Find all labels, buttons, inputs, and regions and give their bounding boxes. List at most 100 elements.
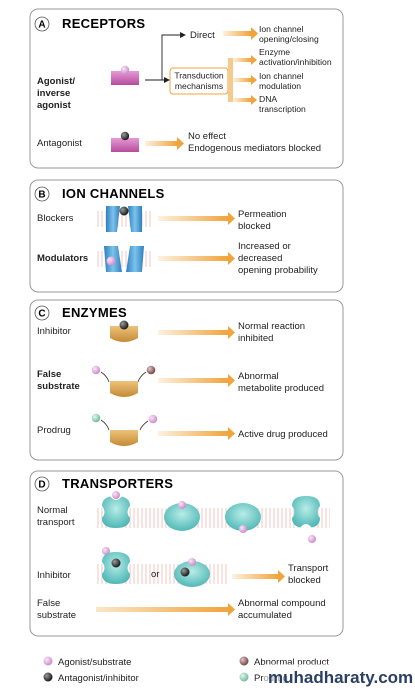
outcome-enzyme-1: Enzyme [259, 47, 290, 57]
agonist-label-line2: inverse [37, 88, 70, 99]
outcome-dna-2: transcription [259, 104, 306, 114]
antagonist-inhibitor-swatch [43, 672, 53, 682]
transporter-inhibitor-out-line2: blocked [288, 575, 321, 586]
arrow-shaft [145, 141, 177, 146]
panel-letter: B [38, 190, 45, 201]
arrow-shaft [158, 330, 228, 335]
modulators-out-line1: Increased or [238, 241, 291, 252]
outcome-ion-channel-1: Ion channel [259, 24, 304, 34]
arrowhead [228, 603, 235, 616]
modulators-label: Modulators [37, 253, 88, 264]
arrow-shaft [232, 574, 278, 579]
panel-letter: A [38, 20, 45, 31]
direct-label: Direct [190, 30, 215, 41]
transporter-false-out-line2: accumulated [238, 610, 292, 621]
or-label: or [151, 569, 159, 580]
outcome-modulation-1: Ion channel [259, 71, 304, 81]
enzyme-inhibitor-out-line2: inhibited [238, 333, 273, 344]
receptor-with-agonist-icon [111, 65, 139, 85]
agonist-label-line1: Agonist/ [37, 76, 75, 87]
panel-ion-channels: B ION CHANNELS Blockers Permeation block… [29, 179, 344, 293]
enzyme-with-inhibitor-icon [110, 320, 138, 342]
panel-title: ION CHANNELS [62, 186, 165, 201]
watermark-text: muhadharaty.com [268, 668, 413, 687]
arrow-shaft [96, 607, 228, 612]
transporter-inhibited-2-icon [174, 558, 210, 587]
transporter-false-substrate-label-line2: substrate [37, 610, 76, 621]
antagonist-out-line1: No effect [188, 131, 226, 142]
blockers-out-line1: Permeation [238, 209, 287, 220]
arrowhead [228, 212, 235, 225]
legend-abnormal-label: Abnormal product [254, 657, 329, 668]
arrowhead [177, 137, 184, 150]
transporter-inhibitor-label: Inhibitor [37, 570, 71, 581]
panel-title: ENZYMES [62, 305, 127, 320]
panel-letter-circle [34, 16, 50, 32]
panel-enzymes: C ENZYMES Inhibitor Normal reaction inhi… [29, 299, 344, 461]
panel-letter-circle [34, 186, 50, 202]
panel-letter: D [38, 480, 45, 491]
arrowhead [278, 570, 285, 583]
prodrug-swatch [239, 672, 249, 682]
arrowhead [251, 27, 258, 40]
enzyme-inhibitor-label: Inhibitor [37, 326, 71, 337]
blockers-out-line2: blocked [238, 221, 271, 232]
panel-letter: C [38, 309, 45, 320]
arrow-shaft [158, 431, 228, 436]
false-substrate-out-line1: Abnormal [238, 371, 279, 382]
transporter-state-1-icon [102, 491, 130, 528]
arrow-shaft [223, 31, 251, 36]
arrowhead [228, 427, 235, 440]
panel-transporters: D TRANSPORTERS Normal transport Inhibito… [29, 470, 344, 637]
panel-letter-circle [34, 476, 50, 492]
normal-transport-label-line2: transport [37, 517, 75, 528]
false-substrate-label-line1: False [37, 369, 61, 380]
panel-letter-circle [34, 305, 50, 321]
transduction-fan-arrows [228, 55, 257, 105]
enzyme-prodrug-icon [91, 413, 158, 446]
prodrug-label: Prodrug [37, 425, 71, 436]
false-substrate-out-line2: metabolite produced [238, 383, 324, 394]
outcome-modulation-2: modulation [259, 81, 301, 91]
receptor-with-antagonist-icon [111, 131, 139, 152]
agonist-label-line3: agonist [37, 100, 72, 111]
transporter-false-out-line1: Abnormal compound [238, 598, 326, 609]
antagonist-label: Antagonist [37, 138, 82, 149]
transporter-false-substrate-label-line1: False [37, 598, 60, 609]
enzyme-inhibitor-out-line1: Normal reaction [238, 321, 305, 332]
outcome-enzyme-2: activation/inhibition [259, 57, 332, 67]
antagonist-out-line2: Endogenous mediators blocked [188, 143, 321, 154]
arrow-shaft [158, 378, 228, 383]
transporter-state-3-icon [225, 503, 261, 533]
panel-title: RECEPTORS [62, 16, 145, 31]
arrowhead [228, 252, 235, 265]
arrowhead [228, 326, 235, 339]
transporter-state-4-icon [292, 496, 320, 543]
arrow-shaft [158, 256, 228, 261]
false-substrate-label-line2: substrate [37, 381, 80, 392]
transduction-label-line1: Transduction [174, 71, 224, 81]
legend-agonist-label: Agonist/substrate [58, 657, 131, 668]
enzyme-false-substrate-icon [91, 365, 156, 397]
legend-antagonist-label: Antagonist/inhibitor [58, 673, 139, 684]
modulated-channel-icon [96, 246, 152, 272]
arrowhead [228, 374, 235, 387]
arrow-shaft [158, 216, 228, 221]
modulators-out-line2: decreased [238, 253, 282, 264]
blocked-channel-icon [96, 206, 152, 232]
transporter-state-2-icon [164, 501, 200, 531]
blockers-label: Blockers [37, 213, 74, 224]
prodrug-out: Active drug produced [238, 429, 328, 440]
outcome-ion-channel-2: opening/closing [259, 34, 319, 44]
outcome-dna-1: DNA [259, 94, 277, 104]
transporter-inhibited-1-icon [102, 547, 130, 584]
normal-transport-label-line1: Normal [37, 505, 68, 516]
abnormal-product-swatch [239, 656, 249, 666]
agonist-substrate-swatch [43, 656, 53, 666]
arrowhead [180, 32, 186, 38]
transporter-inhibitor-out-line1: Transport [288, 563, 329, 574]
panel-receptors: A RECEPTORS Agonist/ inverse agonist Dir… [29, 8, 344, 169]
arrowhead [164, 77, 170, 83]
watermark: muhadharaty.com [264, 664, 413, 688]
